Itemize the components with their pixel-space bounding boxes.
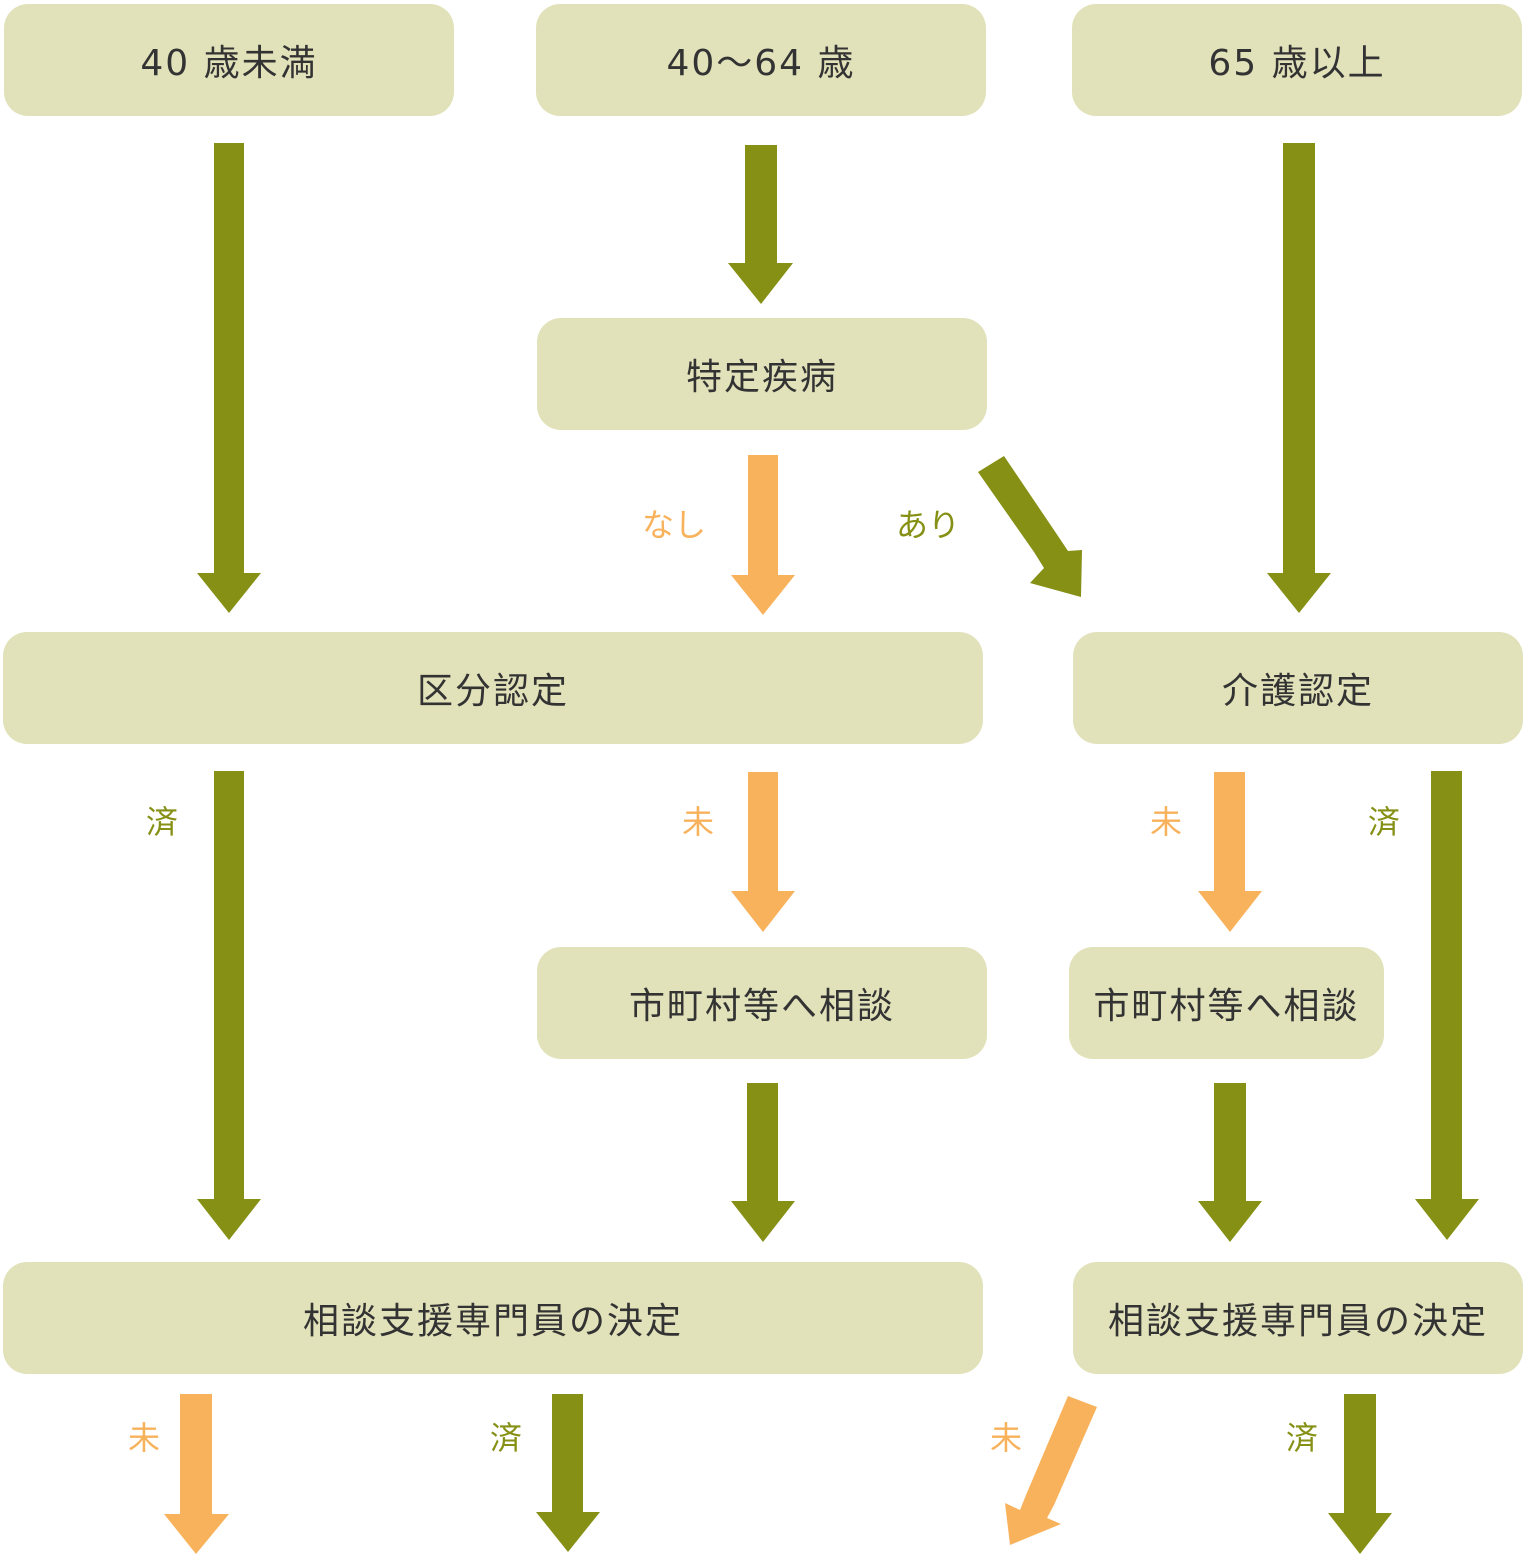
- label-notyet-mid: 未: [682, 803, 715, 841]
- box-kaigo-nintei: 介護認定: [1073, 632, 1523, 744]
- label-notyet-bottom-right: 未: [990, 1419, 1023, 1457]
- box-consult-city-right: 市町村等へ相談: [1069, 947, 1384, 1059]
- label-notyet-kaigo: 未: [1150, 803, 1183, 841]
- arrow-down-icon: [1328, 1394, 1392, 1554]
- arrow-down-icon: [731, 455, 795, 615]
- label-done-bottom-right: 済: [1286, 1419, 1319, 1457]
- arrow-down-icon: [1198, 772, 1262, 932]
- arrow-down-icon: [1267, 143, 1331, 613]
- box-decision-left: 相談支援専門員の決定: [3, 1262, 983, 1374]
- box-kubun-nintei: 区分認定: [3, 632, 983, 744]
- arrow-down-icon: [536, 1394, 600, 1552]
- label-done-left: 済: [146, 803, 179, 841]
- box-under-40: 40 歳未満: [4, 4, 454, 116]
- arrow-down-icon: [731, 1083, 795, 1242]
- label-done-kaigo: 済: [1368, 803, 1401, 841]
- arrow-down-icon: [1415, 771, 1479, 1240]
- arrow-down-icon: [197, 771, 261, 1240]
- label-done-bottom-left: 済: [490, 1419, 523, 1457]
- box-over-65: 65 歳以上: [1072, 4, 1522, 116]
- arrow-down-icon: [731, 772, 795, 932]
- arrow-diagonal-icon: [978, 456, 1082, 597]
- label-notyet-bottom-left: 未: [128, 1419, 161, 1457]
- arrow-down-icon: [164, 1394, 229, 1554]
- arrow-diagonal-icon: [1005, 1396, 1097, 1545]
- box-age-40-64: 40〜64 歳: [536, 4, 986, 116]
- label-ari: あり: [896, 506, 961, 544]
- box-specific-disease: 特定疾病: [537, 318, 987, 430]
- label-nashi: なし: [642, 506, 707, 544]
- arrow-down-icon: [1198, 1083, 1262, 1242]
- box-decision-right: 相談支援専門員の決定: [1073, 1262, 1523, 1374]
- arrow-down-icon: [728, 145, 793, 304]
- arrow-down-icon: [197, 143, 261, 613]
- box-consult-city-left: 市町村等へ相談: [537, 947, 987, 1059]
